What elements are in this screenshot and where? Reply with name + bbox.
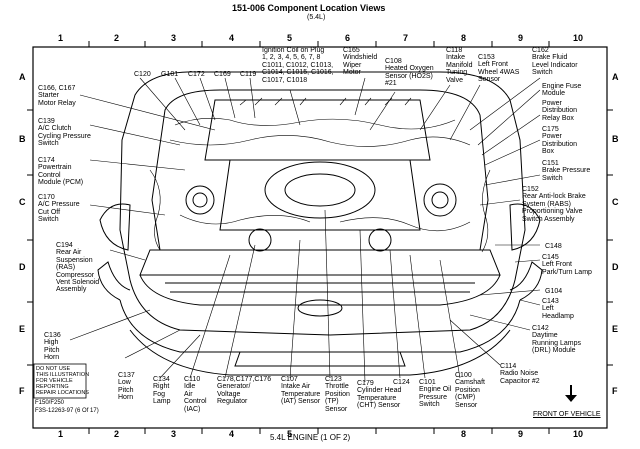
row-f-right: F [612,386,618,396]
label-c120: C120 [134,71,151,78]
label-c170-ac-cutoff: C170 A/C Pressure Cut Off Switch [38,194,80,224]
col-9-top: 9 [518,33,524,43]
label-c134-fog-lamp: C134 Right Fog Lamp [153,376,171,406]
page-subtitle: (5.4L) [307,14,326,21]
row-b-left: B [19,134,26,144]
row-d-left: D [19,262,26,272]
row-b-right: B [612,134,619,144]
label-c162-brake-fluid: C162 Brake Fluid Level Indicator Switch [532,47,578,77]
label-c166-starter-relay: C166, C167 Starter Motor Relay [38,85,76,107]
col-8-top: 8 [461,33,467,43]
label-c110-iac: C110 Idle Air Control (IAC) [184,376,207,413]
disclaimer-text: DO NOT USE THIS ILLUSTRATION FOR VEHICLE… [36,366,90,396]
row-e-right: E [612,324,619,334]
label-c175-power-distribution-box: C175 Power Distribution Box [542,126,578,156]
page-title: 151-006 Component Location Views [232,3,386,13]
label-c145-park-turn-lamp: C145 Left Front Park/Turn Lamp [542,254,592,276]
label-c143-headlamp: C143 Left Headlamp [542,298,574,320]
label-c114-radio-capacitor: C114 Radio Noise Capacitor #2 [500,363,540,385]
col-6-top: 6 [345,33,351,43]
label-c179-cht-sensor: C179 Cylinder Head Temperature (CHT) Sen… [357,380,402,410]
row-c-left: C [19,197,26,207]
row-a-right: A [612,72,619,82]
label-g104: G104 [545,288,563,295]
label-c136-high-pitch-horn: C136 High Pitch Horn [44,332,61,362]
col-9-bottom: 9 [518,429,524,439]
row-c-right: C [612,197,619,207]
label-c119: C119 [240,71,257,78]
label-c153-wheel-sensor: C153 Left Front Wheel 4WAS Sensor [478,54,520,84]
col-5-top: 5 [287,33,293,43]
col-5-bottom: 5 [287,429,293,439]
label-c137-low-pitch-horn: C137 Low Pitch Horn [118,372,135,402]
label-c100-cmp-sensor: C100 Camshaft Position (CMP) Sensor [455,372,485,409]
wiring-harness-illustration [149,97,491,253]
col-2-top: 2 [114,33,120,43]
label-c165-wiper-motor: C165 Windshield Wiper Motor [343,47,378,77]
row-e-left: E [19,324,26,334]
col-1-top: 1 [58,33,64,43]
front-of-vehicle-label: FRONT OF VEHICLE [533,411,601,418]
label-c148: C148 [545,243,562,250]
leader-lines [69,77,541,383]
label-c124: C124 [393,379,410,386]
engine-caption: 5.4L ENGINE (1 OF 2) [270,433,351,442]
label-c151-brake-pressure: C151 Brake Pressure Switch [542,160,591,182]
label-g101: G101 [161,71,179,78]
diagram-frame [32,46,608,429]
label-c169: C169 [214,71,231,78]
label-c194-ras-compressor: C194 Rear Air Suspension (RAS) Compresso… [56,242,100,294]
label-c139-ac-clutch-switch: C139 A/C Clutch Cycling Pressure Switch [38,118,91,148]
figure-code-note: F3S-12263-97 (6 Of 17) [35,408,99,414]
label-power-distribution-relay-box: Power Distribution Relay Box [542,100,578,122]
model-note: F150/F250 [35,400,65,406]
label-engine-fuse-module: Engine Fuse Module [542,83,582,98]
label-c152-rabs: C152 Rear Anti-lock Brake System (RABS) … [522,186,586,223]
engine-bay-illustration [97,71,543,376]
front-of-vehicle-arrow-icon [565,385,577,402]
label-c101-oil-pressure: C101 Engine Oil Pressure Switch [419,379,452,409]
label-c178-generator: C178,C177,C176 Generator/ Voltage Regula… [217,376,272,406]
row-d-right: D [612,262,619,272]
col-3-bottom: 3 [171,429,177,439]
row-a-left: A [19,72,26,82]
label-c107-iat-sensor: C107 Intake Air Temperature (IAT) Sensor [281,376,321,406]
col-4-top: 4 [229,33,235,43]
label-c172: C172 [188,71,205,78]
col-1-bottom: 1 [58,429,64,439]
label-c118-imtv: C118 Intake Manifold Tuning Valve [446,47,473,84]
label-c142-drl-module: C142 Daytime Running Lamps (DRL) Module [532,325,582,355]
label-ignition-coils: Ignition Coil on Plug 1, 2, 3, 4, 5, 6, … [262,47,334,84]
col-7-top: 7 [403,33,409,43]
label-c123-tp-sensor: C123 Throttle Position (TP) Sensor [325,376,350,413]
label-c108-ho2s: C108 Heated Oxygen Sensor (HO2S) #21 [385,58,434,88]
col-10-top: 10 [573,33,584,43]
label-c174-pcm: C174 Powertrain Control Module (PCM) [38,157,84,187]
col-4-bottom: 4 [229,429,235,439]
col-3-top: 3 [171,33,177,43]
col-10-bottom: 10 [573,429,584,439]
col-8-bottom: 8 [461,429,467,439]
grid-ticks [27,41,613,434]
row-f-left: F [19,386,25,396]
disclaimer-box [33,363,87,399]
col-2-bottom: 2 [114,429,120,439]
